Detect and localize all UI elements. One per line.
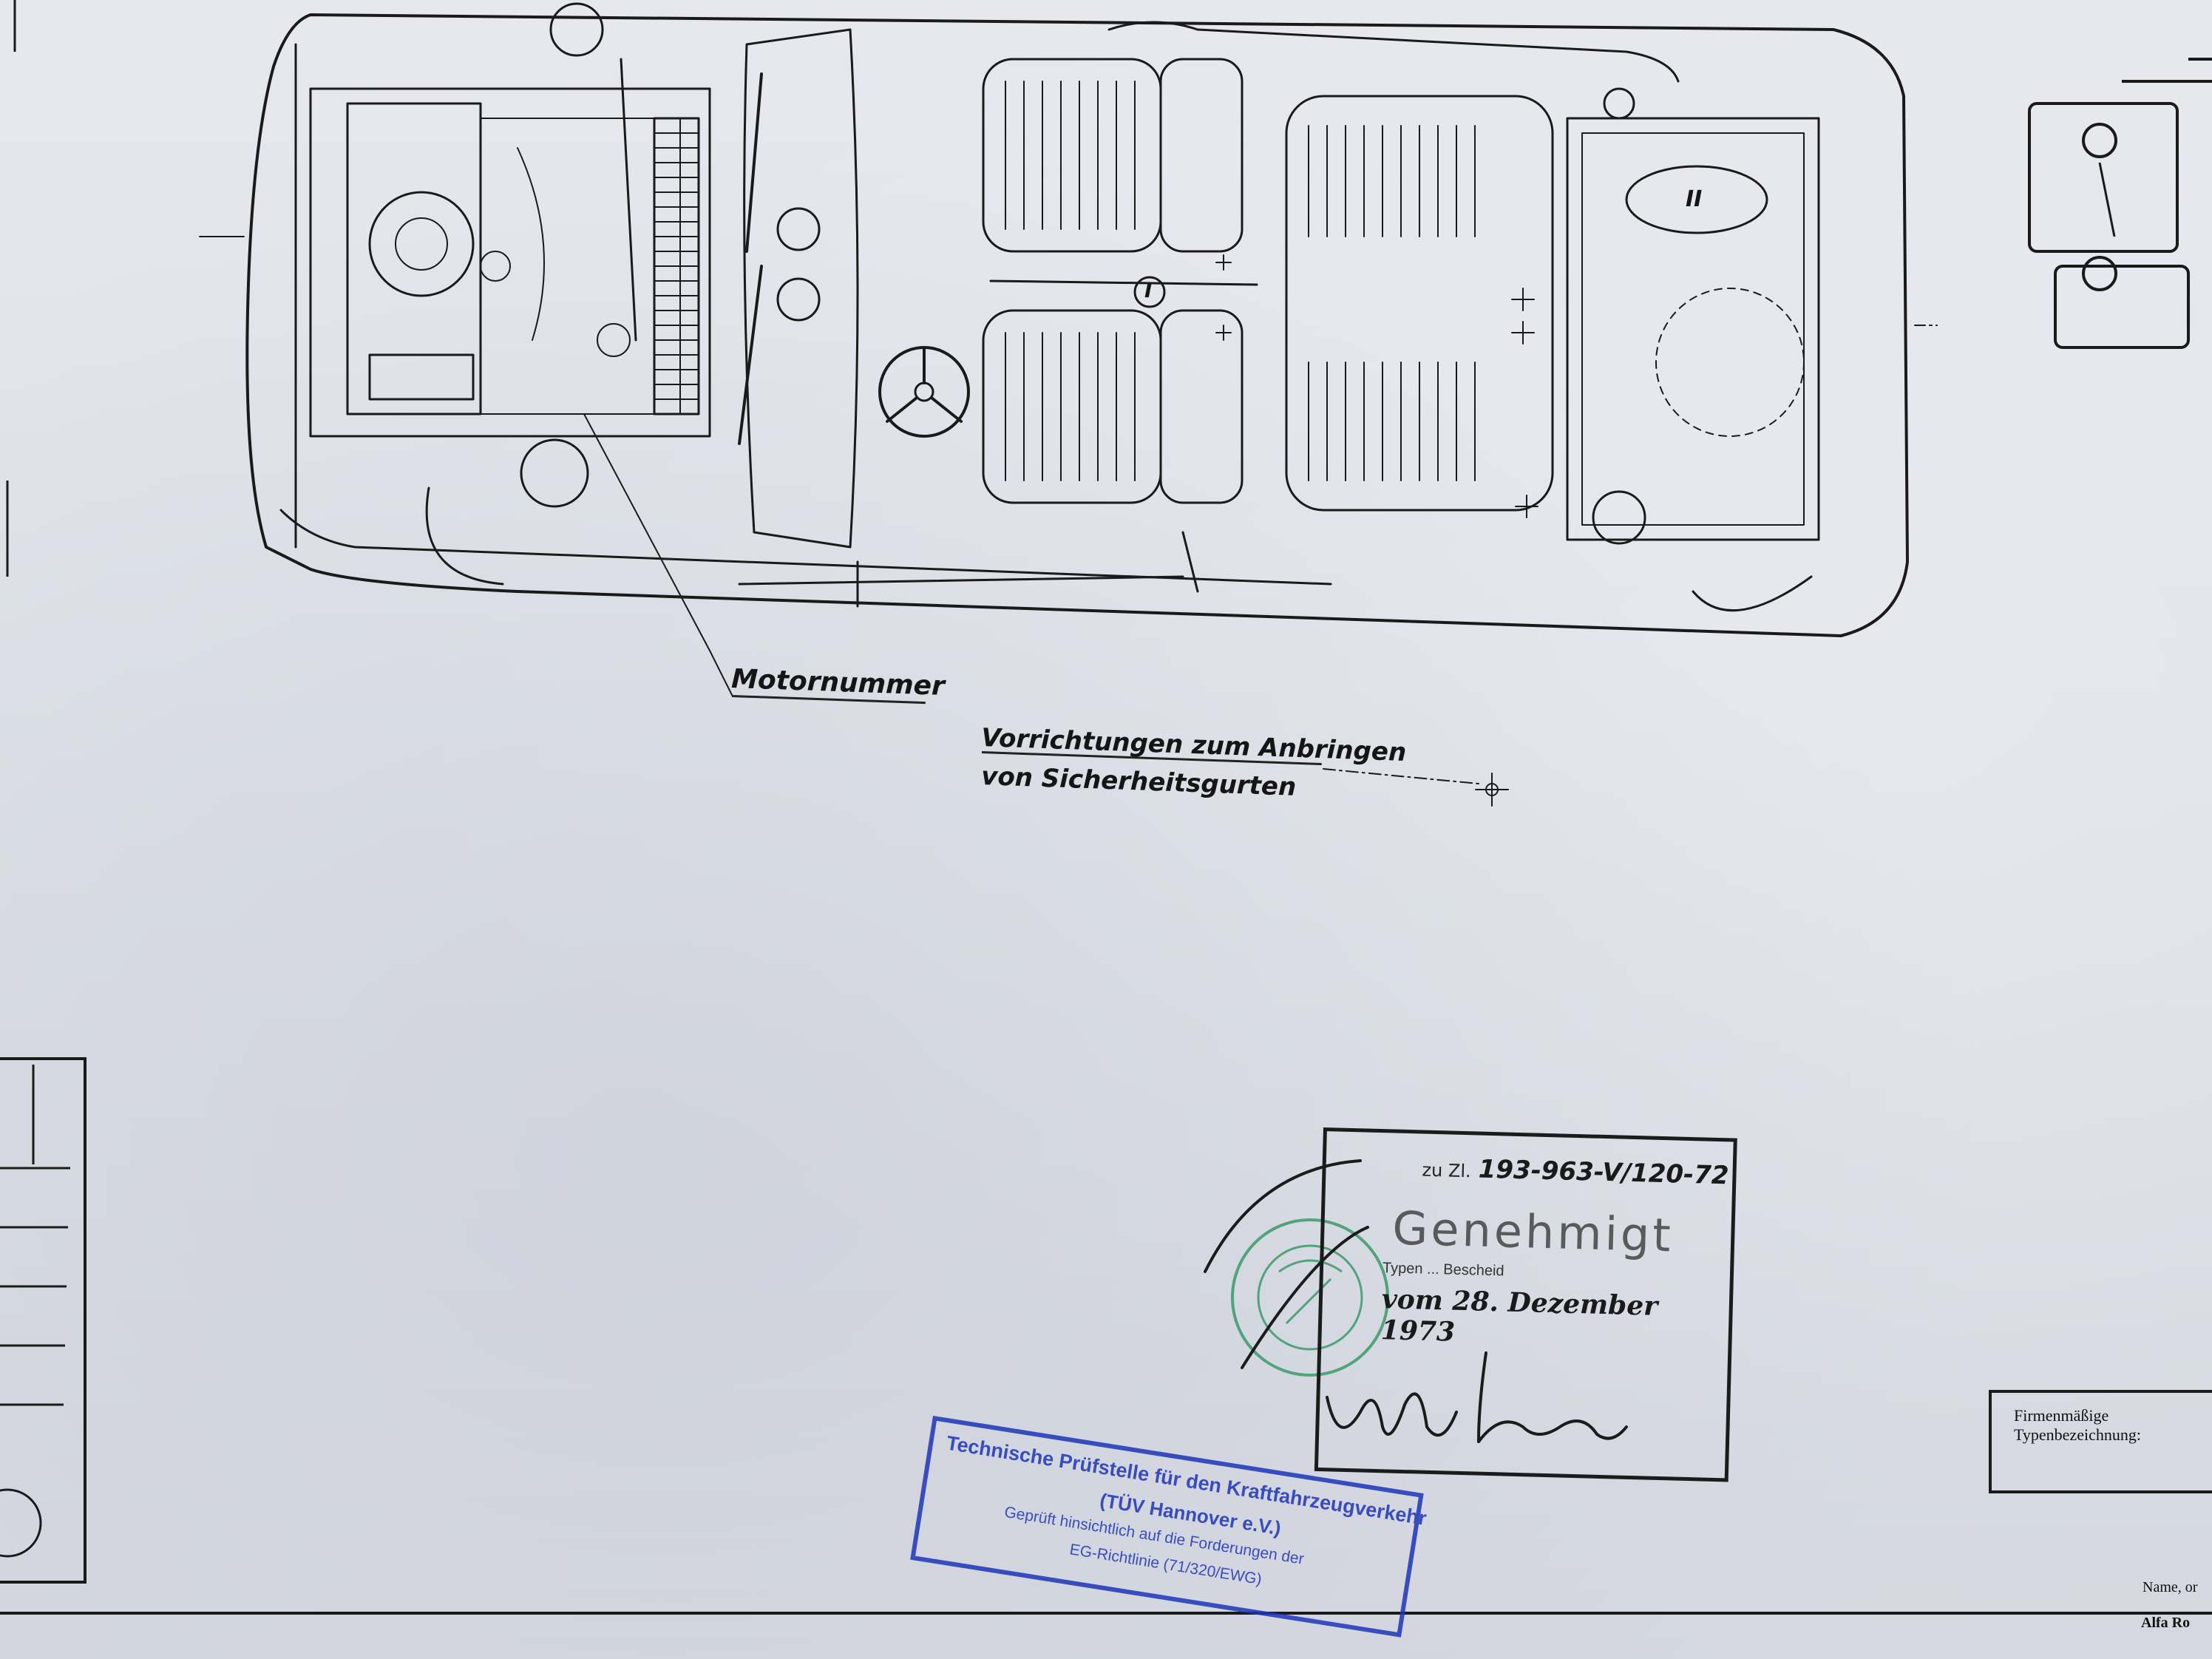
right-edge-detail (2028, 58, 2212, 349)
engine-bay (309, 87, 711, 438)
approval-date: vom 28. Dezember 1973 (1380, 1283, 1658, 1348)
marker-rear-label: II (1686, 186, 1703, 212)
type-designation-label-line1: Firmenmäßige (2014, 1406, 2109, 1425)
windshield (743, 28, 859, 549)
alfa-romeo-seal-icon (1231, 1218, 1389, 1377)
type-designation-label-line2: Typenbezeichnung: (2014, 1425, 2141, 1444)
company-name-fragment: Alfa Ro (2141, 1615, 2191, 1631)
approval-ref-prefix: zu Zl. (1422, 1159, 1472, 1182)
name-field-label: Name, or (2143, 1579, 2198, 1595)
engine-number-leader (583, 413, 733, 696)
marker-front-circle (1133, 276, 1166, 308)
car-body-outline (245, 13, 1909, 637)
approval-stamp: zu Zl. 193-963-V/120-72 Genehmigt Typen .… (1314, 1127, 1737, 1482)
signature-icon (1204, 1159, 1628, 1443)
marker-front-label: I (1144, 278, 1153, 302)
fuel-tank (1625, 165, 1768, 234)
rear-seat (1285, 95, 1554, 512)
approval-ref: zu Zl. 193-963-V/120-72 (1422, 1153, 1729, 1191)
seatbelt-leader (1323, 768, 1479, 784)
approval-ref-value: 193-963-V/120-72 (1478, 1154, 1730, 1191)
trunk (1566, 117, 1820, 541)
left-edge-table (0, 0, 2212, 1615)
approval-type-line: Typen ... Bescheid (1382, 1260, 1504, 1280)
type-designation-box: Firmenmäßige Typenbezeichnung: (1989, 1390, 2212, 1493)
approval-status: Genehmigt (1391, 1201, 1675, 1263)
